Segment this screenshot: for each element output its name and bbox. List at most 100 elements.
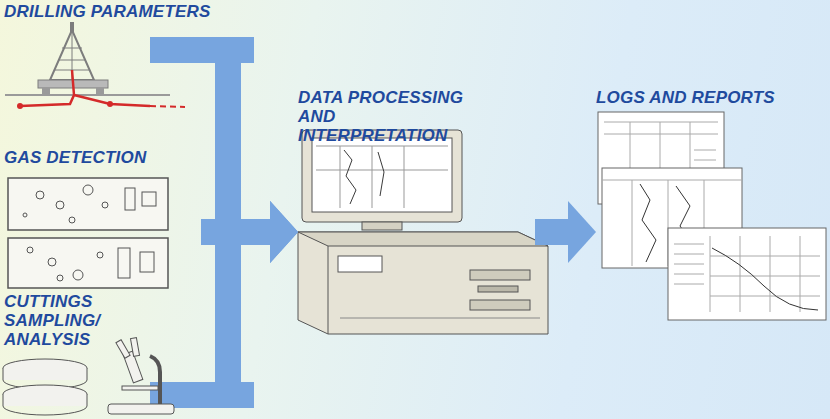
gas-panels [142,192,156,206]
gas-panels [125,188,135,210]
flow-arrow [270,201,298,263]
gas-panels [102,202,108,208]
drilling-rig [5,22,185,109]
computer [298,232,548,334]
cuttings-equipment [122,386,158,390]
drilling-rig [20,70,74,106]
cuttings-equipment [3,368,4,380]
computer [298,130,548,334]
cuttings-equipment [116,340,130,359]
section-heading: GAS DETECTION [4,148,146,167]
processing-node: DATA PROCESSING AND INTERPRETATION [298,88,548,336]
flow-arrow [548,201,596,263]
computer [338,256,382,272]
cuttings-node: CUTTINGS SAMPLING/ ANALYSIS [4,292,214,417]
computer [344,150,356,204]
computer [404,146,405,208]
gas-panels [8,178,168,230]
flow-arrow [214,232,270,395]
computer [378,152,384,196]
drilling-rig [70,22,74,32]
gas-panels [48,258,56,266]
cuttings-equipment [150,356,160,404]
log-sheets [800,236,801,312]
log-sheets [674,254,704,255]
cuttings-equipment [108,404,174,414]
cuttings-equipment [3,394,4,406]
log-sheets [668,228,826,320]
log-sheets [694,160,716,161]
computer [328,246,329,334]
computer [478,286,518,292]
log-sheets [674,264,704,265]
log-sheets [712,248,818,310]
gas-panels [27,247,33,253]
log-sheets [710,276,820,277]
gas-panels [140,252,154,272]
log-sheets [674,284,704,285]
gas-panels [56,201,64,209]
flow-arrow [270,201,298,263]
cuttings-equipment [3,406,87,415]
flow-arrow [215,50,270,232]
log-sheets [640,184,656,262]
computer [340,146,341,208]
computer [372,146,373,208]
gas-panels [73,270,83,280]
computer [298,232,548,246]
computer [316,170,448,171]
drilling-rig [96,88,104,95]
log-sheets [674,274,704,275]
computer [316,146,448,147]
log-sheets [632,180,633,266]
section-heading: DRILLING PARAMETERS [4,2,211,21]
section-heading: CUTTINGS SAMPLING/ ANALYSIS [4,292,104,349]
log-sheets [710,296,820,297]
drilling-rig [58,60,86,61]
drilling-rig [17,103,23,109]
cuttings-equipment [3,394,87,406]
section-heading: DATA PROCESSING AND INTERPRETATION [298,88,478,145]
gas-node: GAS DETECTION [4,148,214,288]
cuttings-equipment [130,338,139,357]
flow-arrow [270,201,298,263]
log-sheets [770,236,771,312]
computer [316,146,448,208]
log-sheets [598,112,826,320]
log-sheets [710,236,711,312]
flow-arrow [548,219,568,245]
log-sheets [604,134,718,135]
computer [312,138,452,212]
computer [470,270,530,280]
gas-panels [118,248,130,278]
computer [470,300,530,310]
cuttings-equipment [87,368,88,380]
drilling-rig [42,88,50,95]
log-sheets [674,236,820,312]
computer [362,222,402,230]
drilling-rig [62,48,82,49]
gas-panels [36,191,44,199]
log-sheets [674,244,704,245]
gas-panels [83,185,93,195]
gas-panels [57,275,63,281]
logs-node: LOGS AND REPORTS [596,88,828,324]
drilling-rig [74,95,150,106]
cuttings-equipment [3,368,87,380]
log-sheets [694,150,716,151]
flow-arrow [568,201,596,263]
flow-arrow [214,201,298,395]
log-sheets [602,180,742,181]
computer [340,318,540,319]
gas-panels [8,238,168,288]
drilling-node: DRILLING PARAMETERS [4,2,215,112]
log-sheets [740,236,741,312]
gas-panels [97,252,103,258]
log-sheets [604,122,718,123]
drilling-rig [5,94,170,96]
gas-panels [23,213,27,217]
drilling-rig [107,101,113,107]
cuttings-equipment [87,394,88,406]
